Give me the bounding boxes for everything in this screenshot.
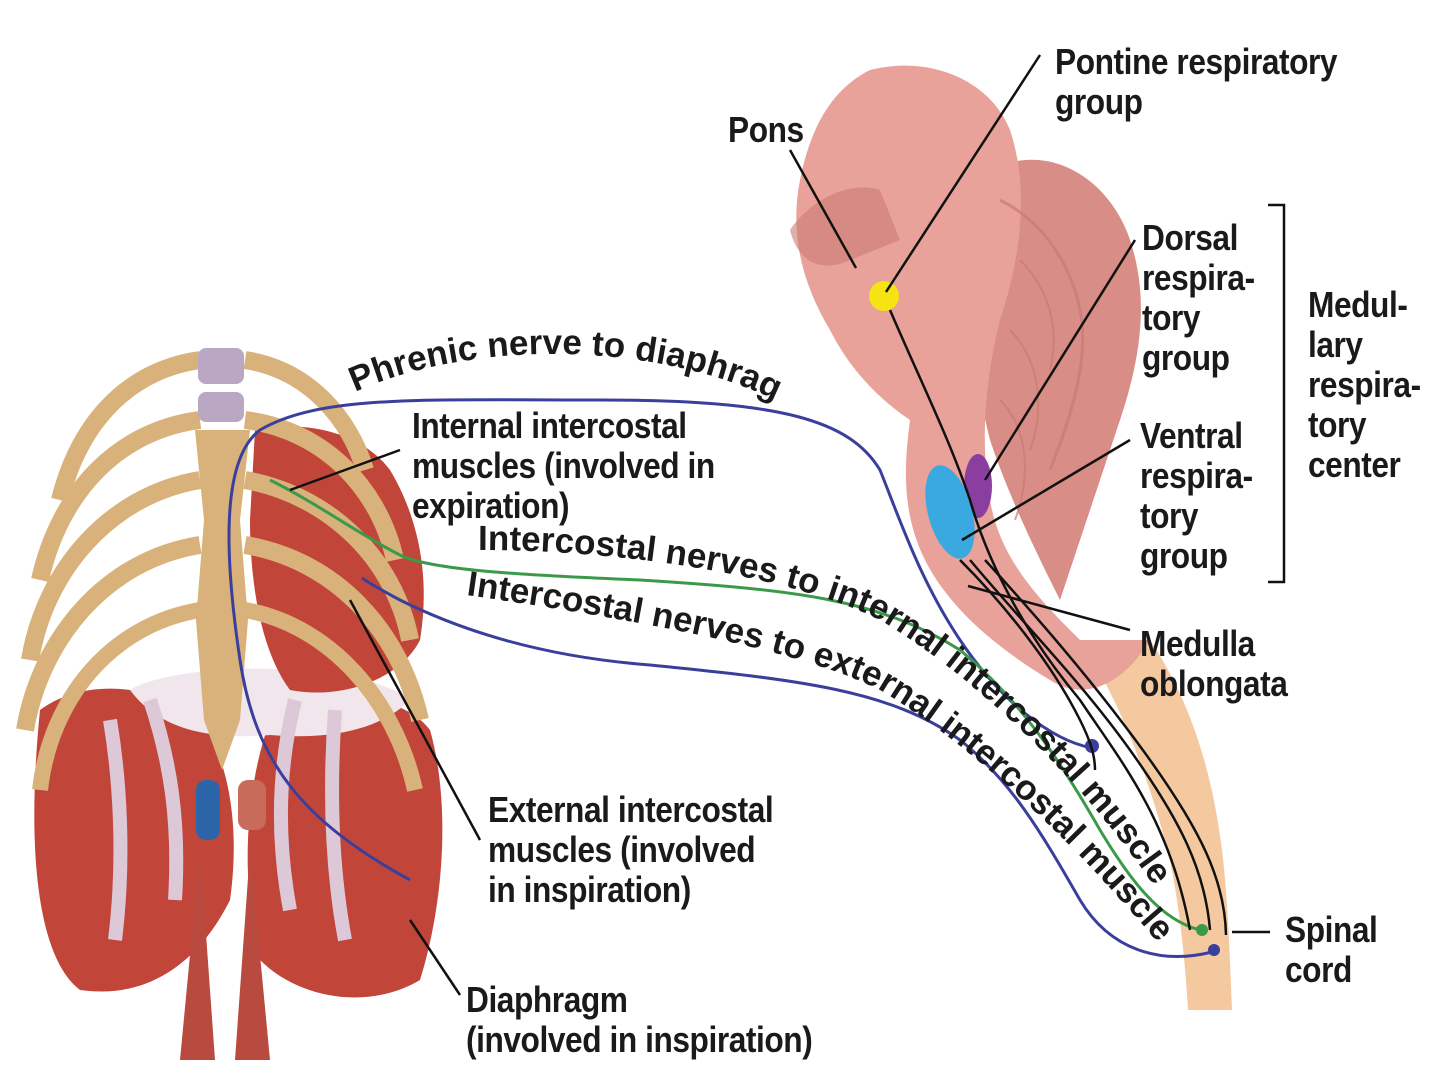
phrenic-nerve-line [227, 398, 1093, 882]
external-intercostal-nerve-line [361, 576, 1213, 958]
leader-lines [289, 54, 1286, 996]
svg-text:Phrenic nerve to diaphragm: Phrenic nerve to diaphragm [0, 0, 788, 407]
dorsal-respiratory-group-label: Dorsal respira- tory group [1142, 217, 1255, 378]
vena-cava [196, 780, 220, 840]
phrenic-nerve-label: Phrenic nerve to diaphragm [0, 0, 788, 407]
cerebellum-shape [972, 159, 1141, 601]
pontine-respiratory-group-marker [869, 281, 899, 311]
diaphragm-label: Diaphragm (involved in inspiration) [466, 979, 813, 1060]
internal-intercostal-nerve-line [269, 478, 1201, 932]
medullary-respiratory-center-label: Medul- lary respira- tory center [1308, 284, 1421, 485]
medullary-bracket [1268, 203, 1286, 584]
medulla-oblongata-label: Medulla oblongata [1140, 623, 1288, 704]
pontine-respiratory-group-label: Pontine respiratory group [1055, 41, 1338, 122]
spinal-cord-shape [1080, 640, 1232, 1010]
spinal-cord-label: Spinal cord [1285, 909, 1378, 990]
external-intercostal-muscles-label: External intercostal muscles (involved i… [488, 789, 774, 910]
sternum-shape [195, 430, 250, 770]
pons-label: Pons [728, 109, 804, 150]
diaphragm-shape [34, 688, 234, 992]
ventral-respiratory-group-marker [925, 465, 975, 559]
nerves [227, 309, 1228, 958]
vertebra [198, 348, 244, 384]
internal-intercostal-muscles-label: Internal intercostal muscles (involved i… [412, 405, 715, 526]
ventral-respiratory-group-label: Ventral respira- tory group [1140, 415, 1253, 576]
rib-cage [16, 348, 443, 1060]
